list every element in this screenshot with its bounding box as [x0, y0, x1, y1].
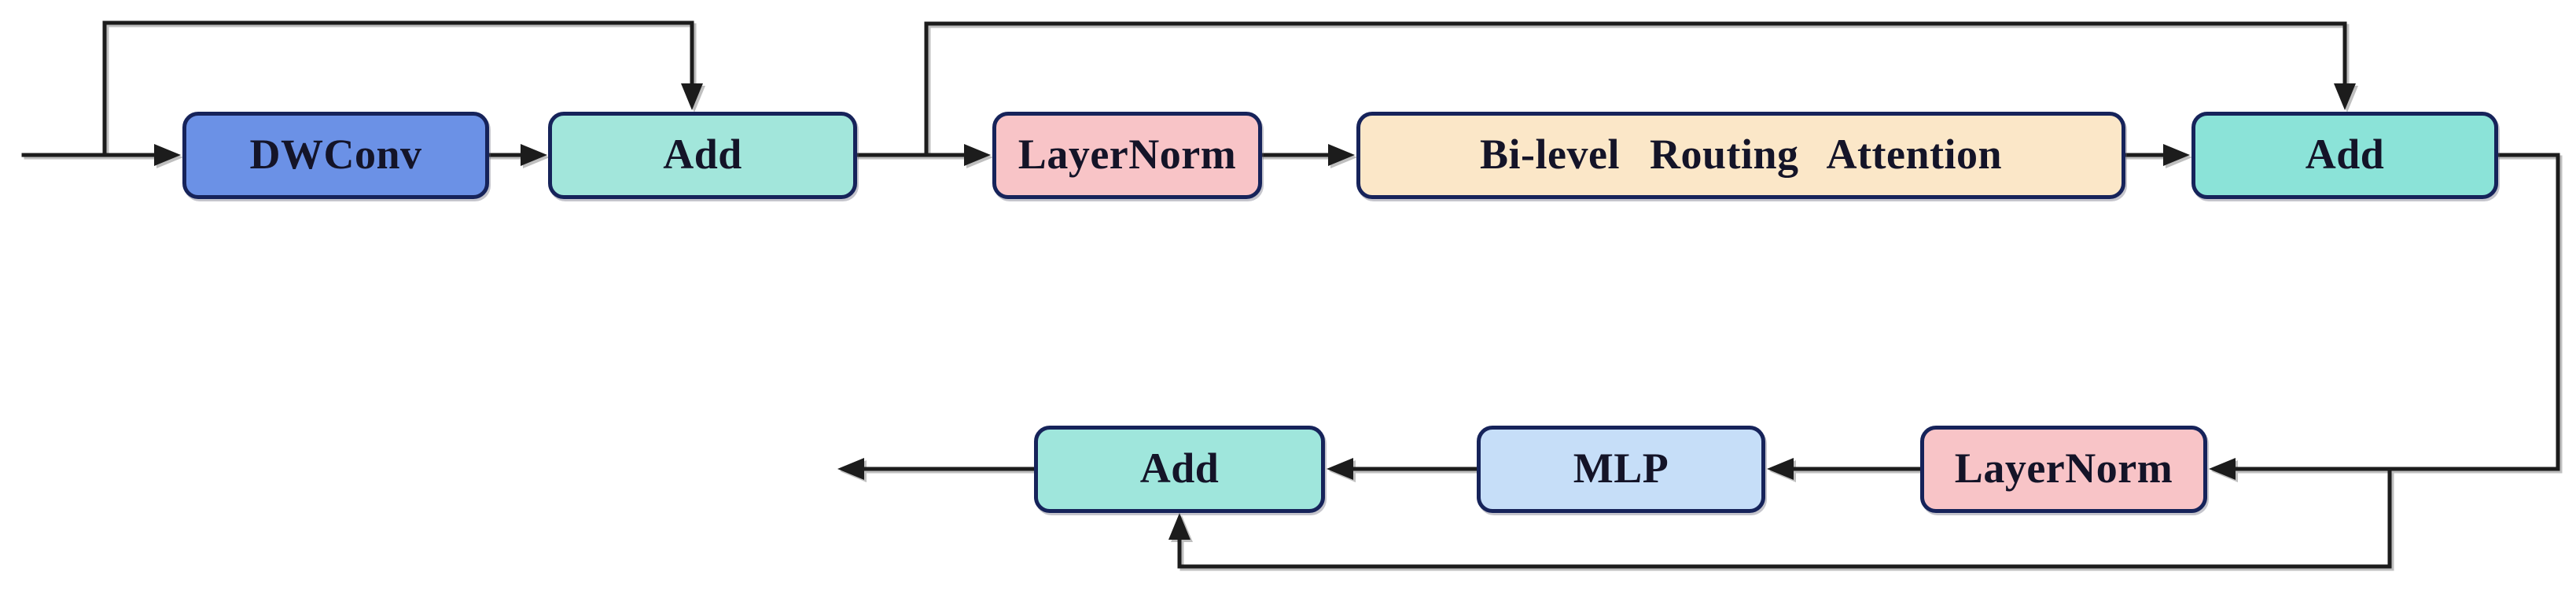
- arrowhead-left-icon: [1327, 458, 1353, 480]
- arrowhead-right-icon: [521, 144, 547, 166]
- connector-add-2-to-layernorm-2: [2233, 153, 2560, 471]
- arrowhead-right-icon: [2163, 144, 2190, 166]
- node-bi-level-routing-attention: Bi-level Routing Attention: [1356, 112, 2125, 199]
- node-layernorm-1: LayerNorm: [992, 112, 1262, 199]
- connector-skip-input-to-add-1: [102, 20, 694, 157]
- connector-skip-add-2-to-add-3: [1177, 467, 2392, 569]
- node-bi-level-routing-attention-label: Bi-level Routing Attention: [1480, 130, 2002, 178]
- arrowhead-down-icon: [681, 83, 703, 110]
- arrowhead-right-icon: [154, 144, 181, 166]
- node-dwconv-label: DWConv: [249, 130, 422, 178]
- arrowhead-down-icon: [2334, 83, 2356, 110]
- arrowhead-right-icon: [1328, 144, 1355, 166]
- arrowhead-up-icon: [1168, 513, 1190, 540]
- arrowhead-left-icon: [837, 458, 864, 480]
- node-layernorm-1-label: LayerNorm: [1018, 130, 1237, 178]
- node-dwconv: DWConv: [182, 112, 489, 199]
- node-layernorm-2-label: LayerNorm: [1954, 444, 2173, 492]
- node-add-2-label: Add: [2305, 130, 2385, 178]
- arrowhead-right-icon: [964, 144, 991, 166]
- connector-skip-add-1-to-add-2: [924, 21, 2347, 157]
- node-layernorm-2: LayerNorm: [1920, 426, 2207, 513]
- node-add-1-label: Add: [663, 130, 742, 178]
- node-add-3: Add: [1034, 426, 1325, 513]
- node-mlp-label: MLP: [1573, 444, 1669, 492]
- node-add-3-label: Add: [1139, 444, 1220, 492]
- node-add-2: Add: [2191, 112, 2498, 199]
- node-add-1: Add: [548, 112, 857, 199]
- arrowhead-left-icon: [2209, 458, 2236, 480]
- arrowhead-left-icon: [1767, 458, 1794, 480]
- node-mlp: MLP: [1477, 426, 1765, 513]
